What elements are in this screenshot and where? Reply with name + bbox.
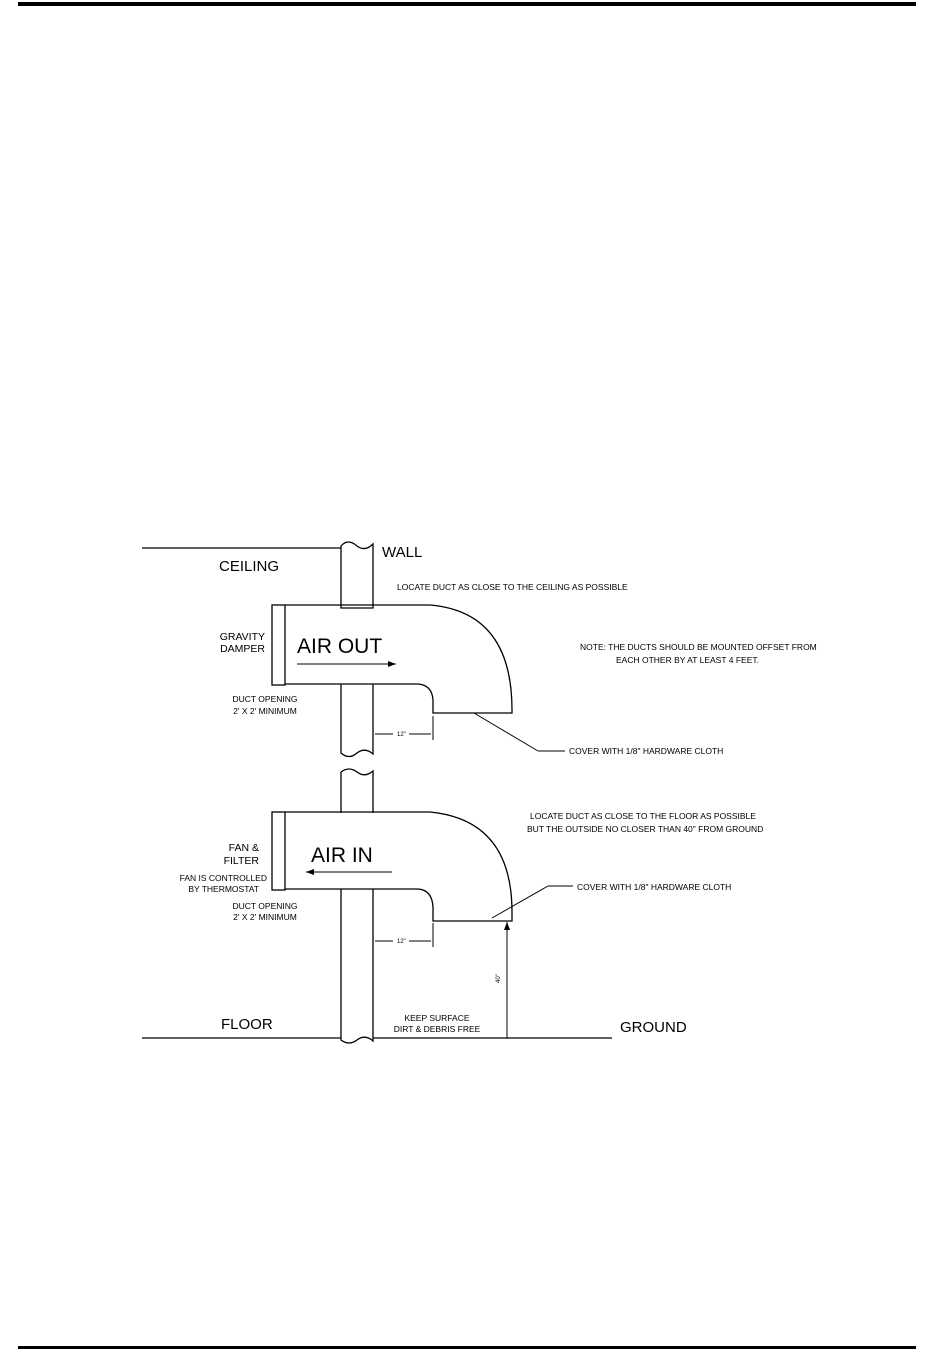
ceiling-label: CEILING [219,558,279,575]
duct-opening-top-label-1: DUCT OPENING [232,694,297,704]
dim-12-bottom-label: 12" [397,939,406,945]
cover-top-text: COVER WITH 1/8" HARDWARE CLOTH [569,746,723,756]
air-in-duct [285,811,513,922]
gravity-damper-label-2: DAMPER [220,643,265,655]
floor-label: FLOOR [221,1016,273,1033]
wall-upper [340,541,374,609]
fan-filter-plate [271,811,286,891]
duct-opening-top-label-2: 2' X 2' MINIMUM [233,706,297,716]
bottom-rule [18,1346,916,1349]
locate-floor-text-1: LOCATE DUCT AS CLOSE TO THE FLOOR AS POS… [530,811,756,821]
gravity-damper-plate [271,604,286,686]
air-in-arrowhead [306,869,314,875]
fan-filter-label-2: FILTER [224,855,260,867]
ground-label: GROUND [620,1019,687,1036]
wall-mid-upper [340,684,374,758]
air-out-arrowhead [388,661,396,667]
wall-mid-lower [340,768,374,813]
cover-bottom-text: COVER WITH 1/8" HARDWARE CLOTH [577,882,731,892]
fan-filter-label-1: FAN & [229,842,259,854]
cover-bottom-leader-1 [491,885,549,919]
thermostat-label-1: FAN IS CONTROLLED [180,873,267,883]
note-line-1: NOTE: THE DUCTS SHOULD BE MOUNTED OFFSET… [580,642,817,652]
dim-40-label: 40" [496,974,502,983]
wall-label: WALL [382,544,422,561]
locate-ceiling-text: LOCATE DUCT AS CLOSE TO THE CEILING AS P… [397,582,628,592]
top-rule [18,2,916,6]
dim-12-top-label: 12" [397,732,406,738]
air-in-label: AIR IN [311,844,373,867]
dim-40-arrow-top [504,922,510,930]
duct-opening-bottom-label-2: 2' X 2' MINIMUM [233,912,297,922]
keep-surface-text-2: DIRT & DEBRIS FREE [394,1024,481,1034]
gravity-damper-label-1: GRAVITY [220,631,265,643]
air-out-duct [285,604,513,714]
note-line-2: EACH OTHER BY AT LEAST 4 FEET. [616,655,759,665]
cover-top-leader-1 [473,712,539,752]
thermostat-label-2: BY THERMOSTAT [188,884,259,894]
keep-surface-text-1: KEEP SURFACE [404,1013,469,1023]
duct-opening-bottom-label-1: DUCT OPENING [232,901,297,911]
wall-lower [340,889,374,1044]
air-out-label: AIR OUT [297,635,382,658]
locate-floor-text-2: BUT THE OUTSIDE NO CLOSER THAN 40" FROM … [527,824,763,834]
